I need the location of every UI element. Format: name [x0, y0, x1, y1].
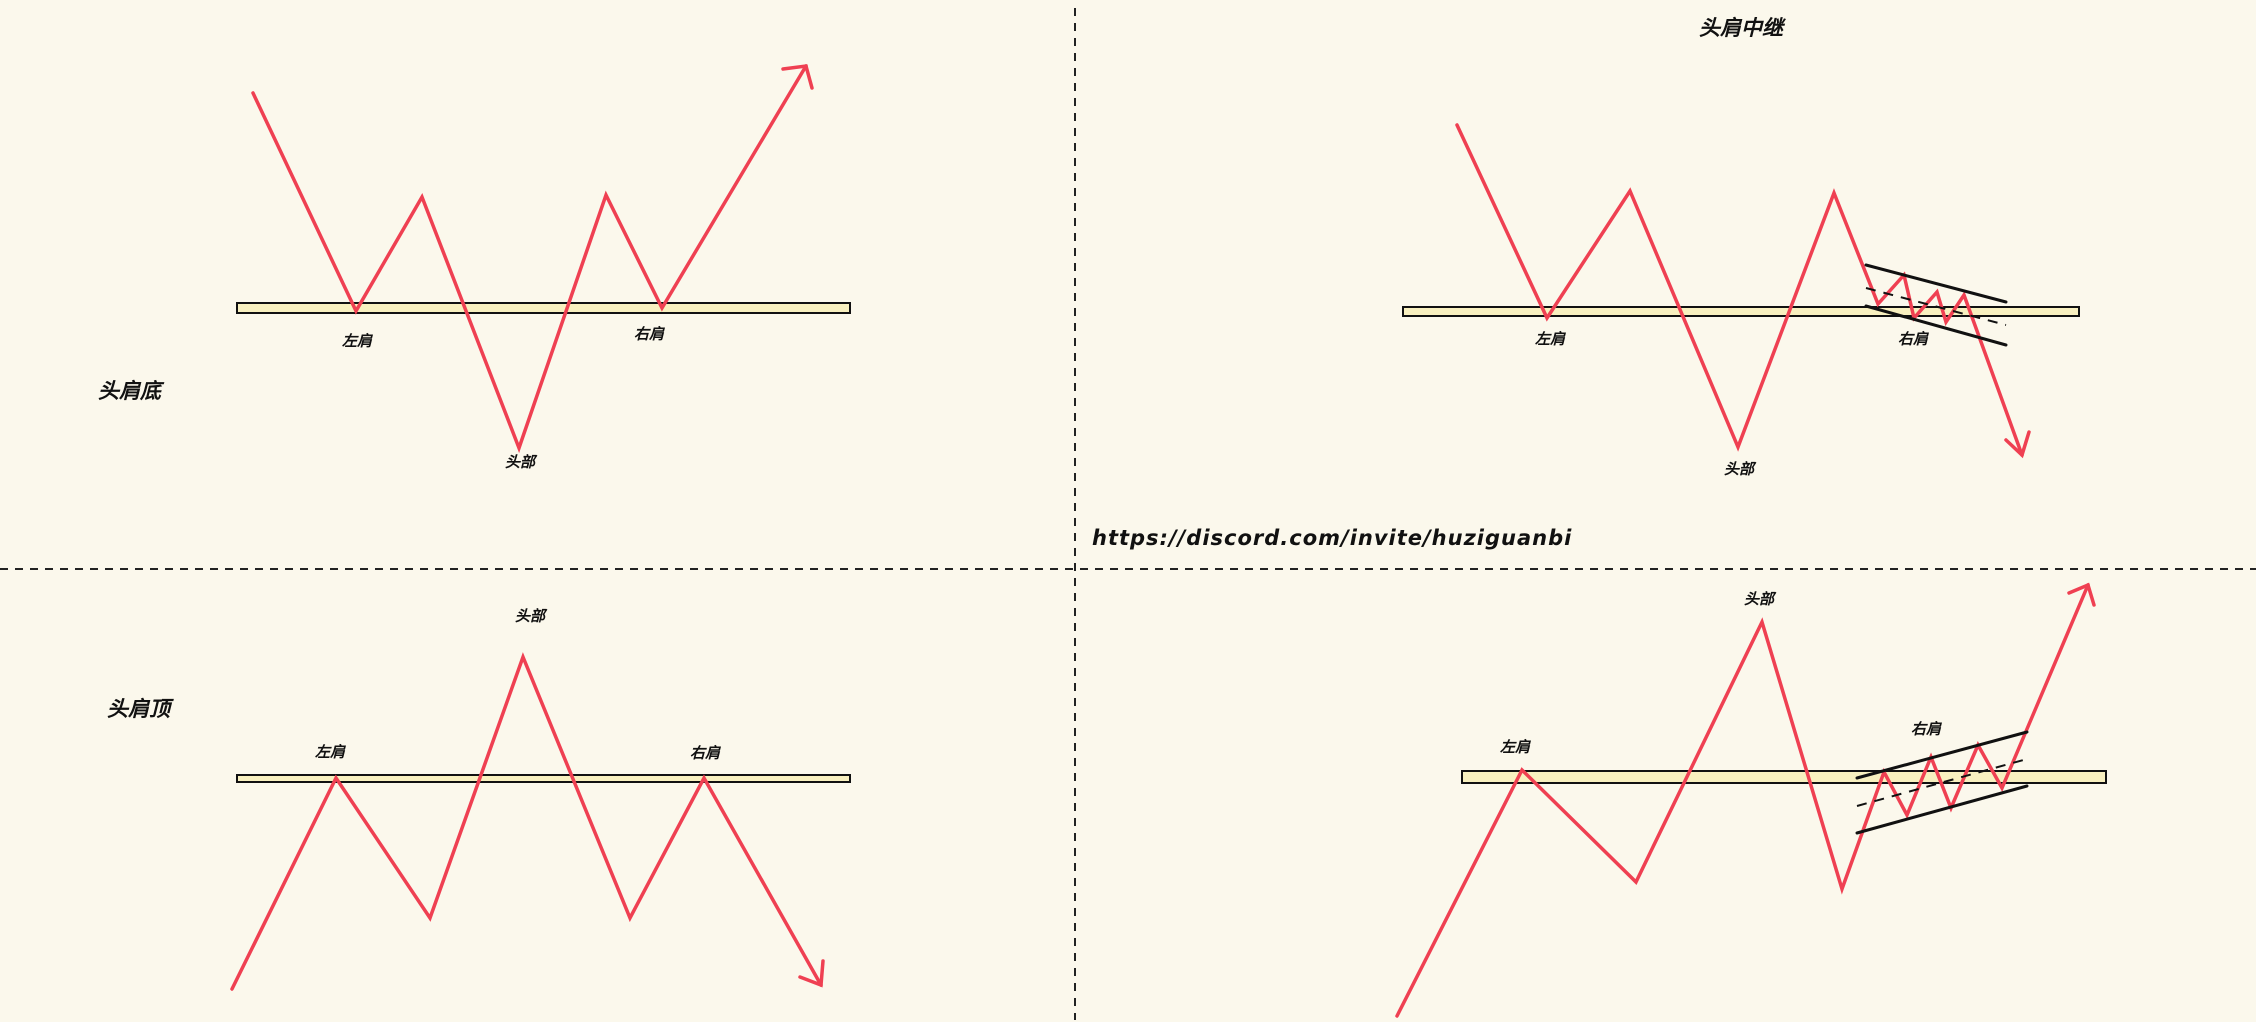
head-label: 头部 — [505, 453, 538, 471]
head-label: 头部 — [1744, 590, 1777, 608]
left-shoulder-label: 左肩 — [1535, 330, 1567, 348]
pattern-title: 头肩中继 — [1699, 16, 1787, 40]
upper-trendline — [1864, 263, 2008, 304]
neckline-bar — [236, 774, 851, 783]
head-label: 头部 — [515, 607, 548, 625]
arrow-up-icon — [2067, 582, 2096, 607]
arrow-down-icon — [798, 959, 825, 988]
pattern-head-shoulders-continuation-up: 左肩 右肩 头部 — [1395, 582, 2107, 1018]
right-shoulder-label: 右肩 — [690, 744, 722, 762]
neckline-bar — [236, 302, 851, 314]
lower-trendline — [1864, 304, 2008, 347]
lower-trendline — [1855, 784, 2029, 835]
source-url: https://discord.com/invite/huziguanbi — [1092, 526, 1572, 550]
neckline-bar — [1402, 306, 2080, 317]
head-label: 头部 — [1724, 460, 1757, 478]
price-line — [251, 64, 808, 454]
pattern-head-shoulders-continuation: 头肩中继 左肩 右肩 头部 — [1402, 16, 2080, 478]
pattern-head-shoulders-bottom: 头肩底 左肩 右肩 头部 — [98, 64, 851, 471]
price-line — [230, 652, 823, 991]
right-shoulder-label: 右肩 — [1911, 720, 1943, 738]
pattern-head-shoulders-top: 头肩顶 左肩 右肩 头部 — [107, 607, 851, 991]
right-shoulder-label: 右肩 — [1898, 330, 1930, 348]
price-line — [1455, 123, 2024, 457]
pattern-title: 头肩顶 — [107, 697, 174, 721]
left-shoulder-label: 左肩 — [1500, 738, 1532, 756]
upper-trendline — [1855, 730, 2029, 780]
right-shoulder-label: 右肩 — [634, 325, 666, 343]
pattern-title: 头肩底 — [98, 379, 165, 403]
price-line — [1395, 583, 2090, 1018]
left-shoulder-label: 左肩 — [315, 743, 347, 761]
left-shoulder-label: 左肩 — [342, 332, 374, 350]
arrow-up-icon — [781, 64, 814, 90]
neckline-bar — [1461, 770, 2107, 784]
arrow-down-icon — [2004, 430, 2031, 459]
middle-trendline — [1865, 287, 2007, 326]
middle-trendline — [1856, 758, 2028, 807]
